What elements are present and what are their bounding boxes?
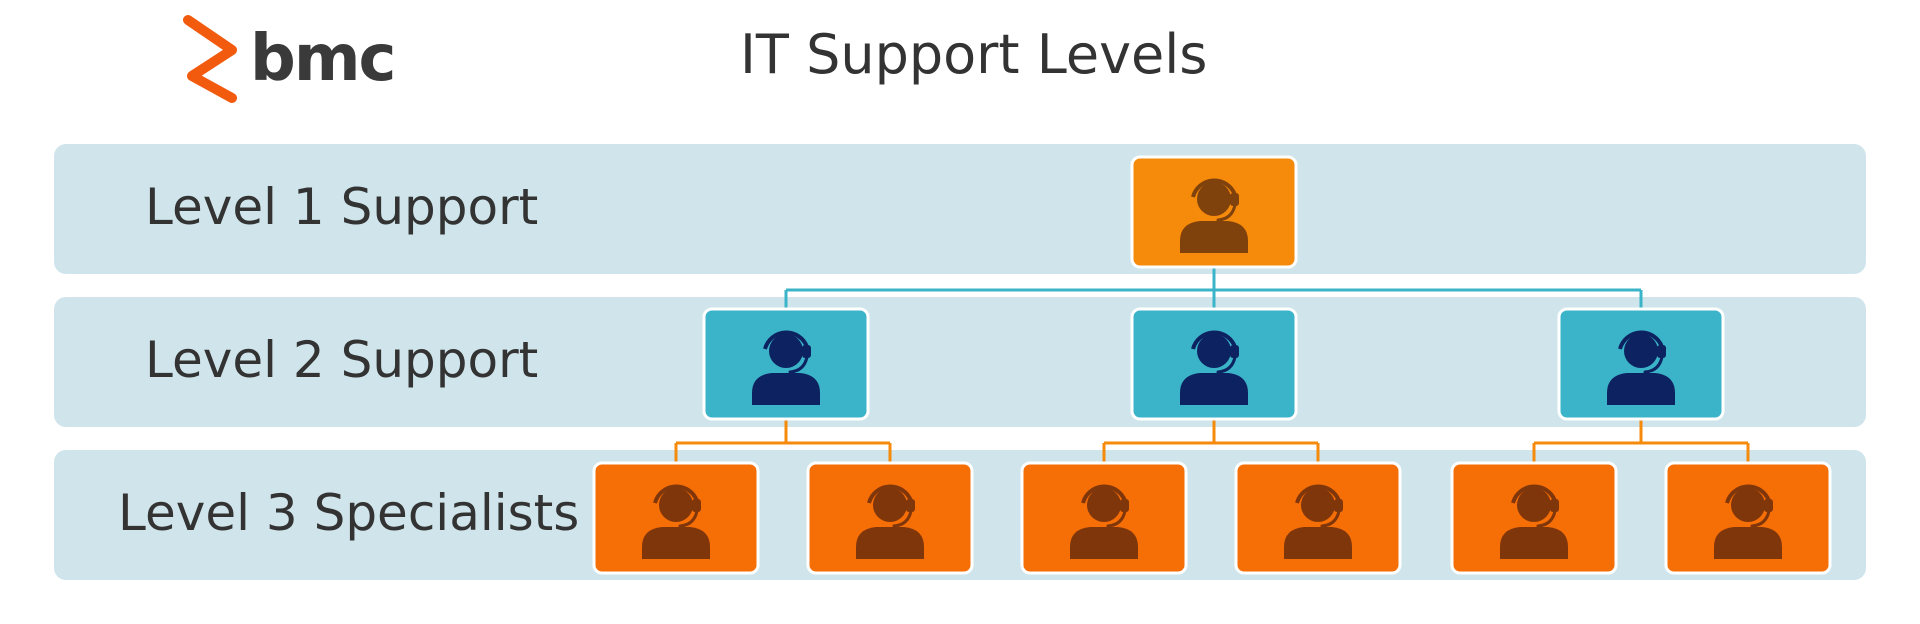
- level-2-agent-tile: [702, 307, 870, 421]
- level-1-label: Level 1 Support: [145, 178, 539, 236]
- level-2-agent-tile: [1130, 307, 1298, 421]
- headset-agent-icon: [1714, 484, 1782, 559]
- level-3-agent-tile: [1020, 461, 1188, 575]
- connector-level-1-to-2: [784, 267, 1643, 309]
- headset-agent-icon: [1607, 330, 1675, 405]
- level-2-label: Level 2 Support: [145, 331, 539, 389]
- headset-agent-icon: [1180, 330, 1248, 405]
- level-3-agent-tile: [1664, 461, 1832, 575]
- page-title: IT Support Levels: [740, 23, 1208, 86]
- level-3-label: Level 3 Specialists: [118, 484, 580, 542]
- level-3-agent-tile: [1234, 461, 1402, 575]
- connector-lines: [674, 267, 1750, 463]
- headset-agent-icon: [642, 484, 710, 559]
- logo-text: bmc: [250, 22, 396, 96]
- headset-agent-icon: [856, 484, 924, 559]
- connector-level-2-to-3: [674, 419, 892, 463]
- level-1-agent-tile: [1130, 155, 1298, 269]
- level-3-agent-tile: [1450, 461, 1618, 575]
- headset-agent-icon: [752, 330, 820, 405]
- headset-agent-icon: [1180, 178, 1248, 253]
- headset-agent-icon: [1070, 484, 1138, 559]
- headset-agent-icon: [1500, 484, 1568, 559]
- bmc-logo: bmc: [182, 14, 396, 104]
- level-2-agent-tile: [1557, 307, 1725, 421]
- level-1-band: [54, 144, 1866, 274]
- connector-level-2-to-3: [1102, 419, 1320, 463]
- level-3-agent-tile: [592, 461, 760, 575]
- agent-tiles: [592, 155, 1832, 575]
- level-3-agent-tile: [806, 461, 974, 575]
- bmc-logo-icon: [183, 15, 237, 103]
- headset-agent-icon: [1284, 484, 1352, 559]
- connector-level-2-to-3: [1532, 419, 1750, 463]
